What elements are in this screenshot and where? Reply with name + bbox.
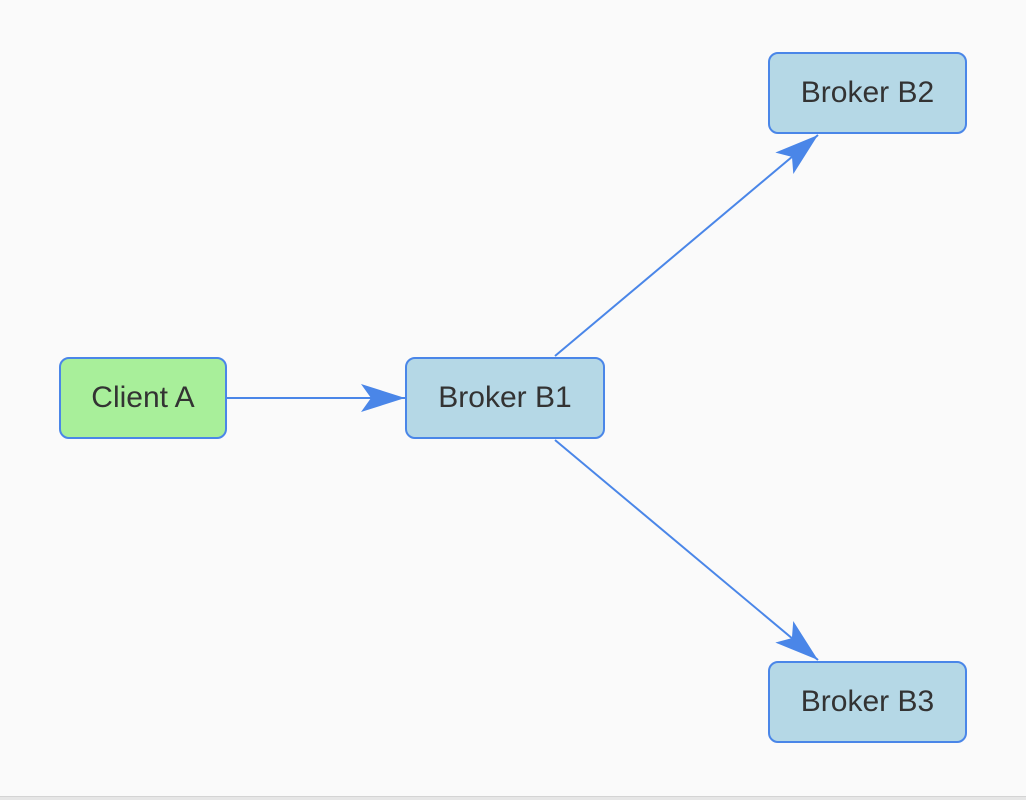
node-label-broker-b1: Broker B1 <box>438 381 572 414</box>
node-client-a[interactable]: Client A <box>59 357 227 439</box>
node-broker-b1[interactable]: Broker B1 <box>405 357 605 439</box>
node-broker-b2[interactable]: Broker B2 <box>768 52 967 134</box>
edge-broker-b1-to-broker-b3 <box>554 439 819 661</box>
edge-broker-b1-to-broker-b2 <box>554 134 819 357</box>
node-broker-b3[interactable]: Broker B3 <box>768 661 967 743</box>
bottom-divider <box>0 796 1026 800</box>
node-label-client-a: Client A <box>91 381 195 414</box>
node-label-broker-b3: Broker B3 <box>800 685 935 718</box>
node-label-broker-b2: Broker B2 <box>800 76 935 109</box>
